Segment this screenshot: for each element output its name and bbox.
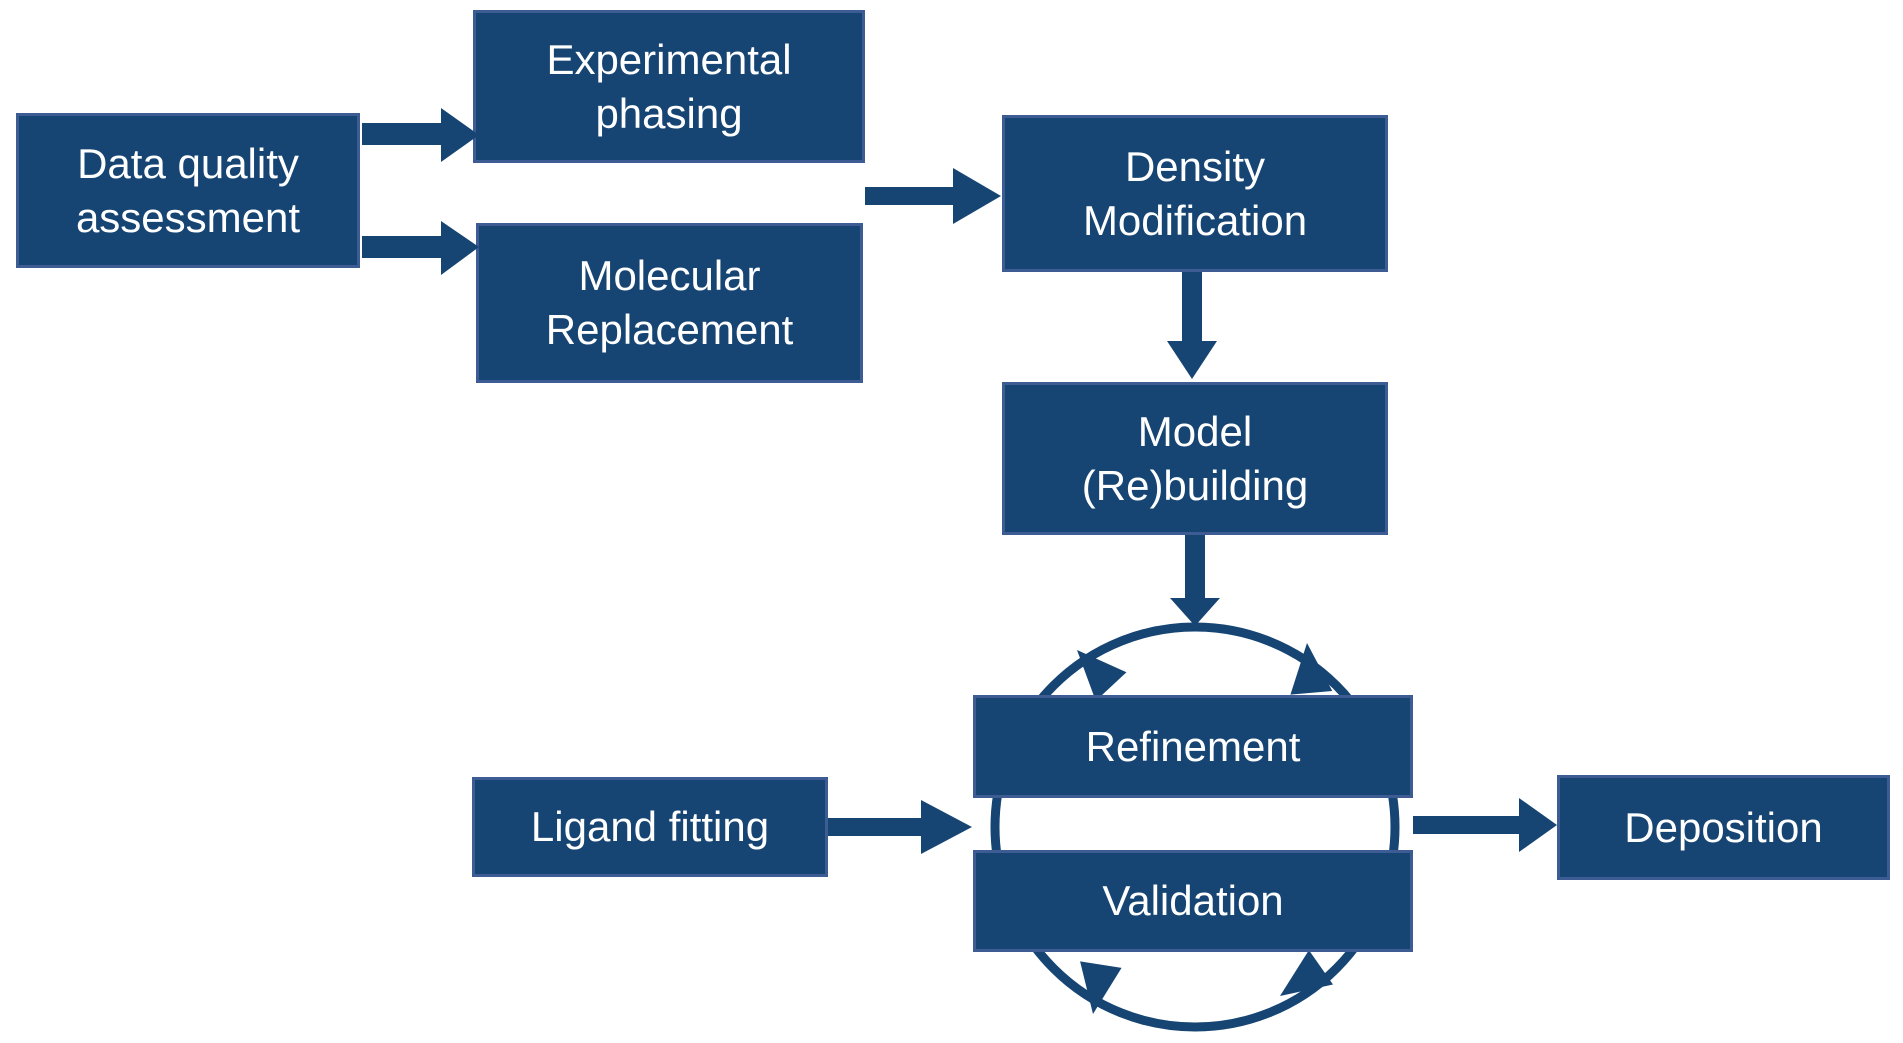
node-molecular-replacement: Molecular Replacement [476,223,863,383]
node-label: assessment [75,193,301,241]
node-ligand-fitting: Ligand fitting [472,777,828,877]
cycle-arrowhead-bottom-left-icon [1080,961,1122,1014]
node-label: Replacement [545,306,794,353]
node-label: Molecular [578,252,761,299]
node-label: Deposition [1624,803,1823,851]
node-model-rebuilding: Model (Re)building [1002,382,1388,535]
node-label: Density [1124,142,1266,190]
node-density-modification: Density Modification [1002,115,1388,272]
node-experimental-phasing: Experimental phasing [473,10,865,163]
node-label: Refinement [1085,722,1301,770]
node-label: Model [1137,407,1253,455]
node-validation: Validation [973,850,1413,952]
node-label: Modification [1082,196,1308,244]
node-label: Ligand fitting [530,803,770,850]
node-data-quality-assessment: Data quality assessment [16,113,360,268]
node-label: (Re)building [1081,461,1309,509]
cycle-circle-icon [990,622,1400,1032]
cycle-arrowhead-bottom-right-icon [1280,950,1334,996]
node-label: Experimental [546,35,792,83]
node-label: Data quality [77,139,299,187]
node-refinement: Refinement [973,695,1413,798]
cycle-arrowhead-top-left-icon [1077,650,1127,701]
node-deposition: Deposition [1557,775,1890,880]
node-label: phasing [595,89,743,137]
cycle-arrowhead-top-right-icon [1290,643,1333,695]
node-label: Validation [1102,877,1284,924]
